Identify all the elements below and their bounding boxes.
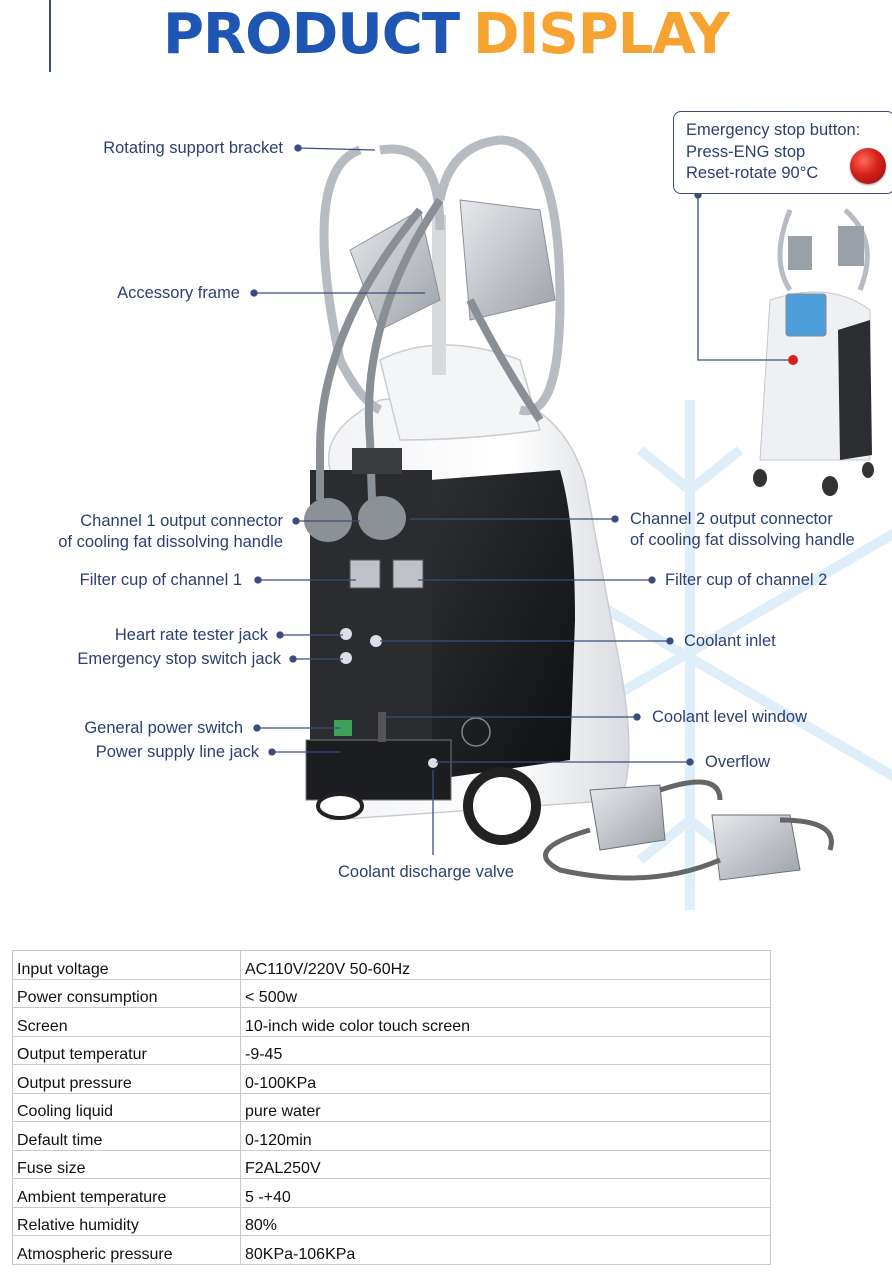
emergency-line-2: Press-ENG stop [686, 142, 806, 161]
spec-label: Power consumption [12, 978, 241, 1008]
callout-ch2-connector: Channel 2 output connector of cooling fa… [630, 509, 855, 551]
callout-ch2-connector-line1: Channel 2 output connector [630, 510, 833, 528]
callout-estop-jack: Emergency stop switch jack [77, 650, 281, 668]
side-panel [430, 470, 575, 780]
callout-power-switch: General power switch [84, 719, 243, 737]
spec-label: Input voltage [12, 950, 241, 980]
emergency-stop-button-icon [850, 148, 886, 184]
product-illustration [250, 135, 892, 910]
spec-value: 80% [240, 1206, 771, 1236]
spec-label: Output temperatur [12, 1035, 241, 1065]
callout-discharge-valve: Coolant discharge valve [338, 863, 515, 881]
spec-label: Relative humidity [12, 1206, 241, 1236]
spec-value: F2AL250V [240, 1149, 771, 1179]
spec-value: 10-inch wide color touch screen [240, 1007, 771, 1037]
emergency-stop-text: Emergency stop button: Press-ENG stop Re… [686, 120, 860, 185]
emergency-stop-box: Emergency stop button: Press-ENG stop Re… [673, 111, 892, 194]
callout-ch1-connector-line1: Channel 1 output connector [80, 512, 283, 530]
callout-overflow: Overflow [705, 753, 771, 771]
inset-machine [753, 208, 874, 496]
spec-label: Ambient temperature [12, 1178, 241, 1208]
header-divider [49, 0, 51, 72]
spec-value: < 500w [240, 978, 771, 1008]
emergency-line-3: Reset-rotate 90°C [686, 164, 819, 182]
callout-coolant-inlet: Coolant inlet [684, 632, 776, 650]
callout-ch1-connector: Channel 1 output connector of cooling fa… [20, 511, 283, 553]
spec-label: Screen [12, 1007, 241, 1037]
callout-coolant-level: Coolant level window [652, 708, 808, 726]
spec-value: 80KPa-106KPa [240, 1235, 771, 1265]
callout-rotating-bracket: Rotating support bracket [103, 139, 283, 157]
emergency-line-1: Emergency stop button: [686, 121, 861, 139]
callout-heart-rate-jack: Heart rate tester jack [114, 626, 268, 644]
callout-filter-ch2: Filter cup of channel 2 [665, 571, 828, 589]
floor-handle-2 [711, 814, 801, 881]
spec-value: -9-45 [240, 1035, 771, 1065]
callout-ch2-connector-line2: of cooling fat dissolving handle [630, 531, 855, 549]
callout-filter-ch1: Filter cup of channel 1 [79, 571, 242, 589]
spec-label: Default time [12, 1121, 241, 1151]
title-word-display: DISPLAY [473, 2, 730, 67]
floor-handle-1 [589, 784, 666, 851]
table-row: Output temperatur-9-45 [12, 1035, 771, 1065]
spec-value: AC110V/220V 50-60Hz [240, 950, 771, 980]
spec-value: 5 -+40 [240, 1178, 771, 1208]
spec-label: Cooling liquid [12, 1092, 241, 1122]
spec-value: 0-120min [240, 1121, 771, 1151]
callout-accessory-frame: Accessory frame [117, 284, 240, 302]
callout-power-jack: Power supply line jack [95, 743, 259, 761]
spec-label: Fuse size [12, 1149, 241, 1179]
spec-value: 0-100KPa [240, 1064, 771, 1094]
title-word-product: PRODUCT [163, 2, 460, 67]
spec-label: Atmospheric pressure [12, 1235, 241, 1265]
spec-value: pure water [240, 1092, 771, 1122]
spec-label: Output pressure [12, 1064, 241, 1094]
table-row: Power consumption< 500w [12, 978, 771, 1008]
callout-ch1-connector-line2: of cooling fat dissolving handle [58, 533, 283, 551]
